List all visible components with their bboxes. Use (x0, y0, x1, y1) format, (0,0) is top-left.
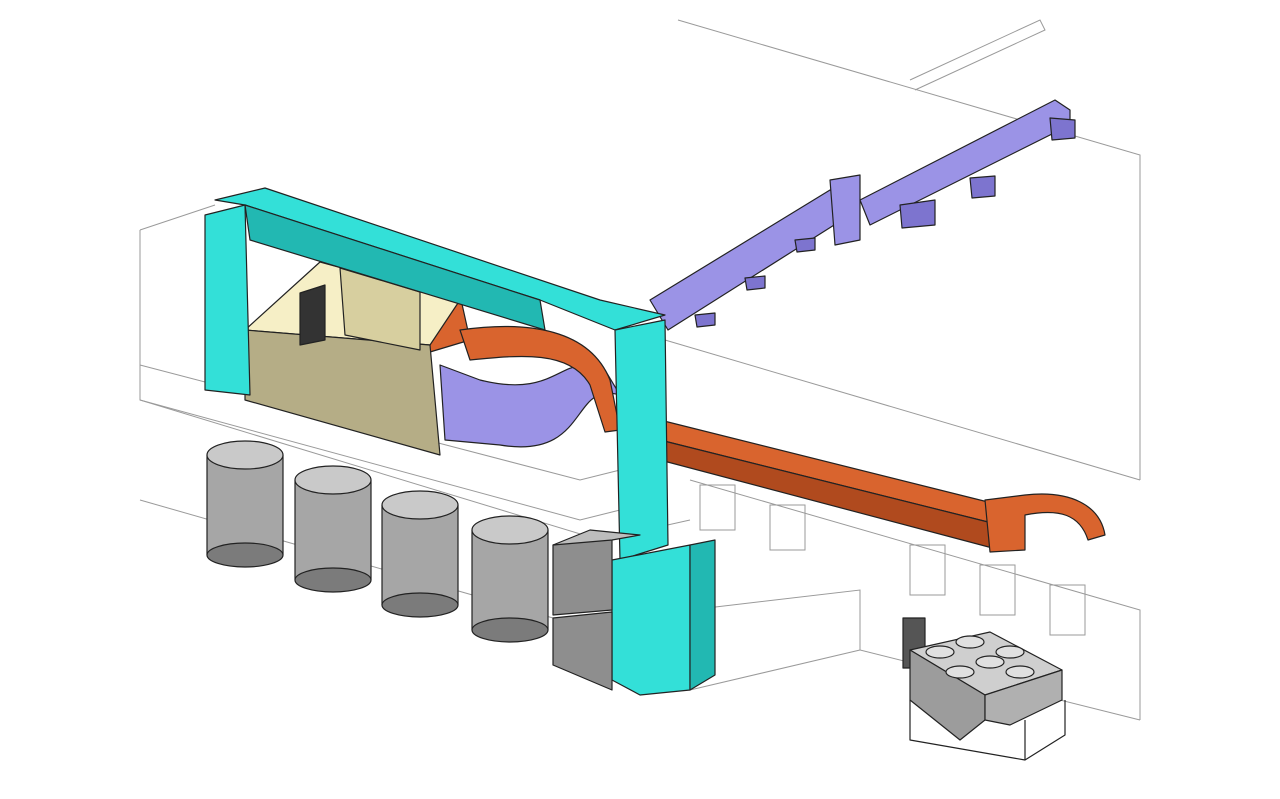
building-outline (139, 19, 1141, 721)
exhaust-duct (439, 99, 1076, 448)
tank (206, 440, 284, 568)
tank (381, 490, 459, 618)
storage-tanks (206, 440, 549, 643)
supply-duct (204, 187, 716, 696)
air-handling-unit (244, 261, 461, 456)
tank (471, 515, 549, 643)
fan-units (552, 529, 641, 691)
tank (294, 465, 372, 593)
dust-collector (902, 617, 1066, 761)
